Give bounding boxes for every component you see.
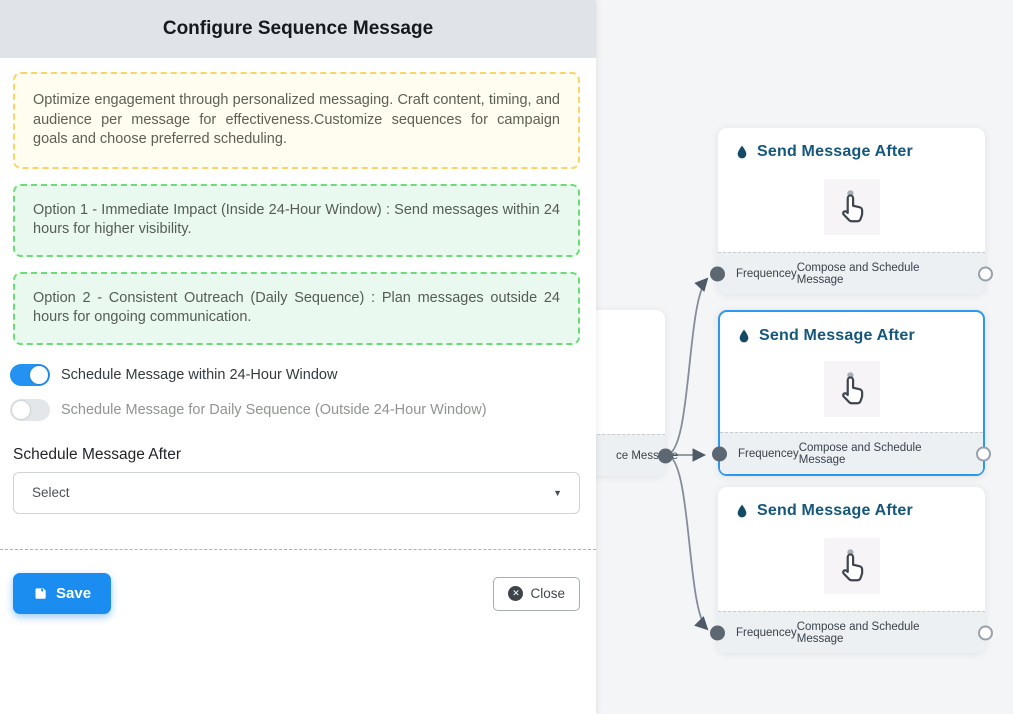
tap-cursor-icon [823, 360, 880, 417]
tap-cursor-icon [823, 178, 880, 235]
output-handle[interactable] [976, 446, 991, 461]
node-header: Send Message After [718, 487, 985, 520]
page-title: Configure Sequence Message [162, 18, 434, 39]
droplet-icon [739, 329, 749, 343]
input-handle[interactable] [710, 266, 725, 281]
node-footer: Frequencey Compose and Schedule Message [710, 252, 993, 294]
node-title: Send Message After [757, 143, 913, 160]
save-button-label: Save [56, 584, 92, 602]
output-handle[interactable] [978, 266, 993, 281]
intro-alert: Optimize engagement through personalized… [13, 72, 580, 169]
node-title: Send Message After [759, 327, 915, 344]
schedule-daily-toggle[interactable] [10, 398, 50, 421]
toggle-knob [30, 365, 48, 384]
schedule-daily-toggle-label: Schedule Message for Daily Sequence (Out… [61, 401, 487, 418]
node-send-message-after-1[interactable]: Send Message After Frequencey Compose an… [710, 128, 993, 294]
option2-alert: Option 2 - Consistent Outreach (Daily Se… [13, 271, 580, 345]
node-body[interactable] [718, 161, 985, 252]
toggle-row-daily: Schedule Message for Daily Sequence (Out… [10, 398, 596, 421]
close-button-label: Close [530, 586, 565, 601]
input-handle[interactable] [712, 446, 727, 461]
edge-to-bottom-node [665, 454, 709, 631]
toggle-row-24h: Schedule Message within 24-Hour Window [10, 363, 596, 386]
schedule-24h-toggle[interactable] [10, 363, 50, 386]
frequency-label[interactable]: Frequencey [736, 267, 797, 280]
compose-schedule-label[interactable]: Compose and Schedule Message [798, 441, 922, 466]
schedule-24h-toggle-label: Schedule Message within 24-Hour Window [61, 366, 338, 383]
schedule-after-select[interactable]: Select ▼ [13, 471, 580, 514]
tap-cursor-icon [823, 537, 880, 594]
node-footer: Frequencey Compose and Schedule Message [712, 432, 991, 474]
node-send-message-after-3[interactable]: Send Message After Frequencey Compose an… [710, 487, 993, 653]
edge-to-top-node [665, 277, 709, 456]
source-output-handle[interactable] [658, 448, 673, 463]
schedule-after-label: Schedule Message After [13, 445, 182, 463]
input-handle[interactable] [710, 625, 725, 640]
node-title: Send Message After [757, 502, 913, 519]
frequency-label[interactable]: Frequencey [736, 626, 797, 639]
close-button[interactable]: ✕ Close [493, 576, 580, 611]
compose-schedule-label[interactable]: Compose and Schedule Message [796, 261, 920, 286]
node-footer: Frequencey Compose and Schedule Message [710, 611, 993, 653]
save-button[interactable]: Save [13, 572, 112, 614]
compose-schedule-label[interactable]: Compose and Schedule Message [796, 620, 920, 645]
option1-alert: Option 1 - Immediate Impact (Inside 24-H… [13, 183, 580, 257]
floppy-disk-icon [35, 587, 46, 599]
output-handle[interactable] [978, 625, 993, 640]
node-header: Send Message After [718, 128, 985, 161]
panel-footer: Save ✕ Close [0, 550, 596, 614]
node-body[interactable] [720, 345, 983, 432]
droplet-icon [737, 504, 747, 518]
panel-header: Configure Sequence Message [0, 0, 596, 58]
footer-divider [0, 548, 596, 550]
node-send-message-after-2-selected[interactable]: Send Message After Frequencey Compose an… [712, 310, 991, 476]
toggle-knob [12, 400, 30, 419]
configure-sequence-panel: Configure Sequence Message Optimize enga… [0, 0, 596, 714]
select-value: Select [32, 485, 70, 500]
node-body[interactable] [718, 520, 985, 611]
caret-down-icon: ▼ [553, 487, 562, 498]
node-header: Send Message After [720, 312, 983, 345]
droplet-icon [737, 145, 747, 159]
frequency-label[interactable]: Frequencey [738, 447, 799, 460]
close-circle-icon: ✕ [508, 586, 524, 601]
